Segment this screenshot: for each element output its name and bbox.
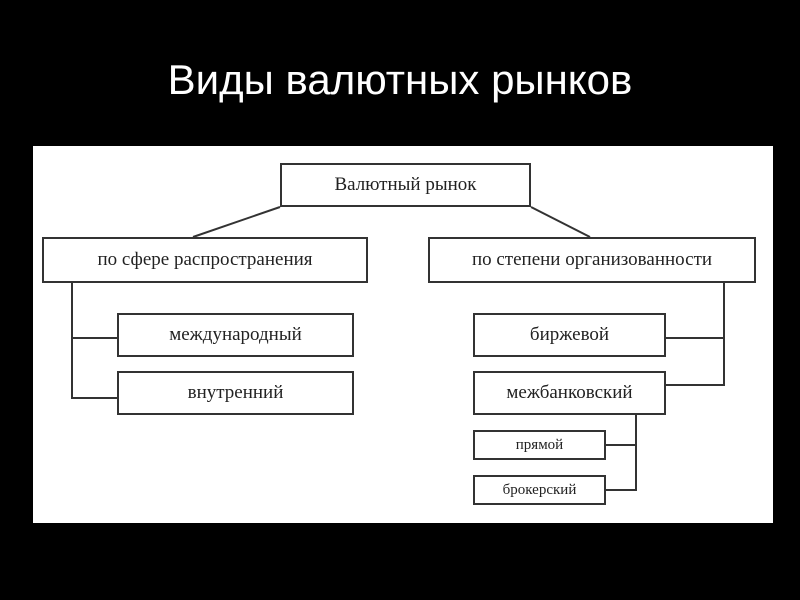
node-exchange: биржевой: [473, 313, 666, 357]
node-broker: брокерский: [473, 475, 606, 505]
connector-interbank-tree: [606, 415, 637, 491]
root-node: Валютный рынок: [280, 163, 531, 207]
node-by-organization: по степени организованности: [428, 237, 756, 283]
connector-right-tree: [666, 283, 725, 386]
connector-root-right: [530, 206, 591, 238]
node-direct: прямой: [473, 430, 606, 460]
connector-left-tree: [71, 283, 117, 399]
node-international: международный: [117, 313, 354, 357]
connector-root-left: [192, 206, 281, 238]
slide-title: Виды валютных рынков: [167, 56, 633, 103]
connector-lines: [71, 206, 725, 491]
node-domestic: внутренний: [117, 371, 354, 415]
node-interbank: межбанковский: [473, 371, 666, 415]
diagram-panel: Валютный рынок по сфере распространения …: [33, 146, 773, 523]
node-by-scope: по сфере распространения: [42, 237, 368, 283]
